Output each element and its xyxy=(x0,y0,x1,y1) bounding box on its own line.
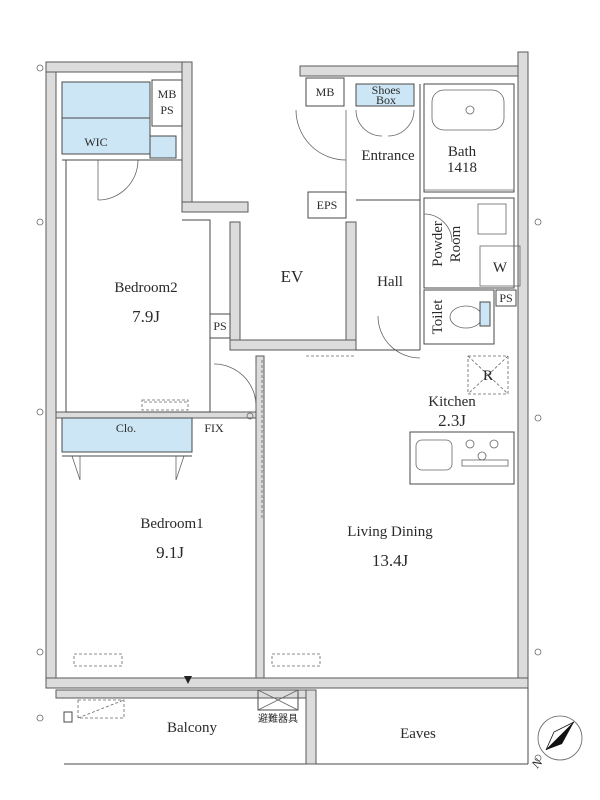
shoes-box-label-1: Shoes xyxy=(372,83,401,97)
hall-label: Hall xyxy=(377,274,403,290)
ps-right-label: PS xyxy=(499,291,512,305)
bedroom1-label: Bedroom1 xyxy=(140,516,203,532)
eps-label: EPS xyxy=(317,198,338,212)
mb-ps-top-label: MB xyxy=(158,87,177,101)
north-arrow xyxy=(537,715,583,761)
wic-label: WIC xyxy=(84,135,107,149)
living-dining-label: Living Dining xyxy=(347,524,433,540)
toilet-label: Toilet xyxy=(430,299,446,335)
closet-storage xyxy=(61,417,193,453)
powder-room-label-1: Powder xyxy=(430,221,446,267)
ps-left-label: PS xyxy=(213,319,226,333)
kitchen-label: Kitchen xyxy=(428,394,476,410)
refrigerator-label: R xyxy=(483,368,493,384)
fix-label: FIX xyxy=(204,421,224,435)
eaves-label: Eaves xyxy=(400,726,436,742)
bedroom2-label: Bedroom2 xyxy=(114,280,177,296)
powder-room-label-2: Room xyxy=(448,225,464,262)
shoes-box-label-2: Box xyxy=(376,93,396,107)
bedroom1-size-label: 9.1J xyxy=(156,543,184,562)
evacuation-equipment-label: 避難器具 xyxy=(258,712,298,725)
kitchen-size-label: 2.3J xyxy=(438,411,466,430)
mb-label: MB xyxy=(316,85,335,99)
ev-label: EV xyxy=(281,267,304,286)
north-label: N xyxy=(529,755,545,771)
bedroom2-size-label: 7.9J xyxy=(132,307,160,326)
living-dining-size-label: 13.4J xyxy=(372,551,409,570)
column-markers xyxy=(36,64,542,762)
mb-ps-bottom-label: PS xyxy=(160,103,173,117)
closet-label: Clo. xyxy=(116,421,136,435)
entrance-label: Entrance xyxy=(361,148,415,164)
balcony-label: Balcony xyxy=(167,720,217,736)
bath-label: Bath xyxy=(448,144,477,160)
bath-size-label: 1418 xyxy=(447,160,477,176)
washer-label: W xyxy=(493,260,508,276)
